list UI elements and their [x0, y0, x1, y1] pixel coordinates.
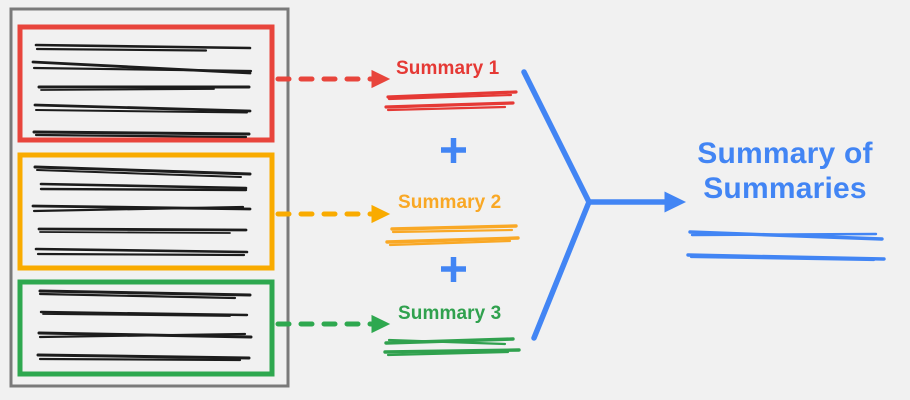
- plus-icon-1: [441, 138, 466, 163]
- summary-2-label: Summary 2: [398, 192, 502, 213]
- section-red-text-lines: [31, 43, 253, 139]
- section-yellow-text-lines: [31, 165, 252, 257]
- section-box-red[interactable]: [17, 24, 275, 143]
- merge-branch-bottom: [531, 199, 592, 341]
- summary-1-label: Summary 1: [396, 58, 500, 79]
- summary-3-lines: [383, 337, 521, 357]
- final-summary-title-line-2: Summaries: [703, 172, 867, 206]
- merge-branch-top: [521, 69, 592, 205]
- summary-2-lines: [385, 224, 520, 247]
- plus-icon-2: [441, 257, 466, 282]
- final-summary-title: Summary of Summaries: [676, 136, 894, 206]
- source-document-frame: [9, 7, 290, 388]
- summary-1-lines: [384, 90, 518, 112]
- section-box-yellow[interactable]: [17, 152, 275, 271]
- final-summary-title-line-1: Summary of: [697, 137, 873, 170]
- summary-3-label: Summary 3: [398, 303, 502, 324]
- section-green-text-lines: [36, 289, 253, 362]
- section-box-green[interactable]: [17, 279, 275, 377]
- final-summary-lines: [686, 230, 886, 262]
